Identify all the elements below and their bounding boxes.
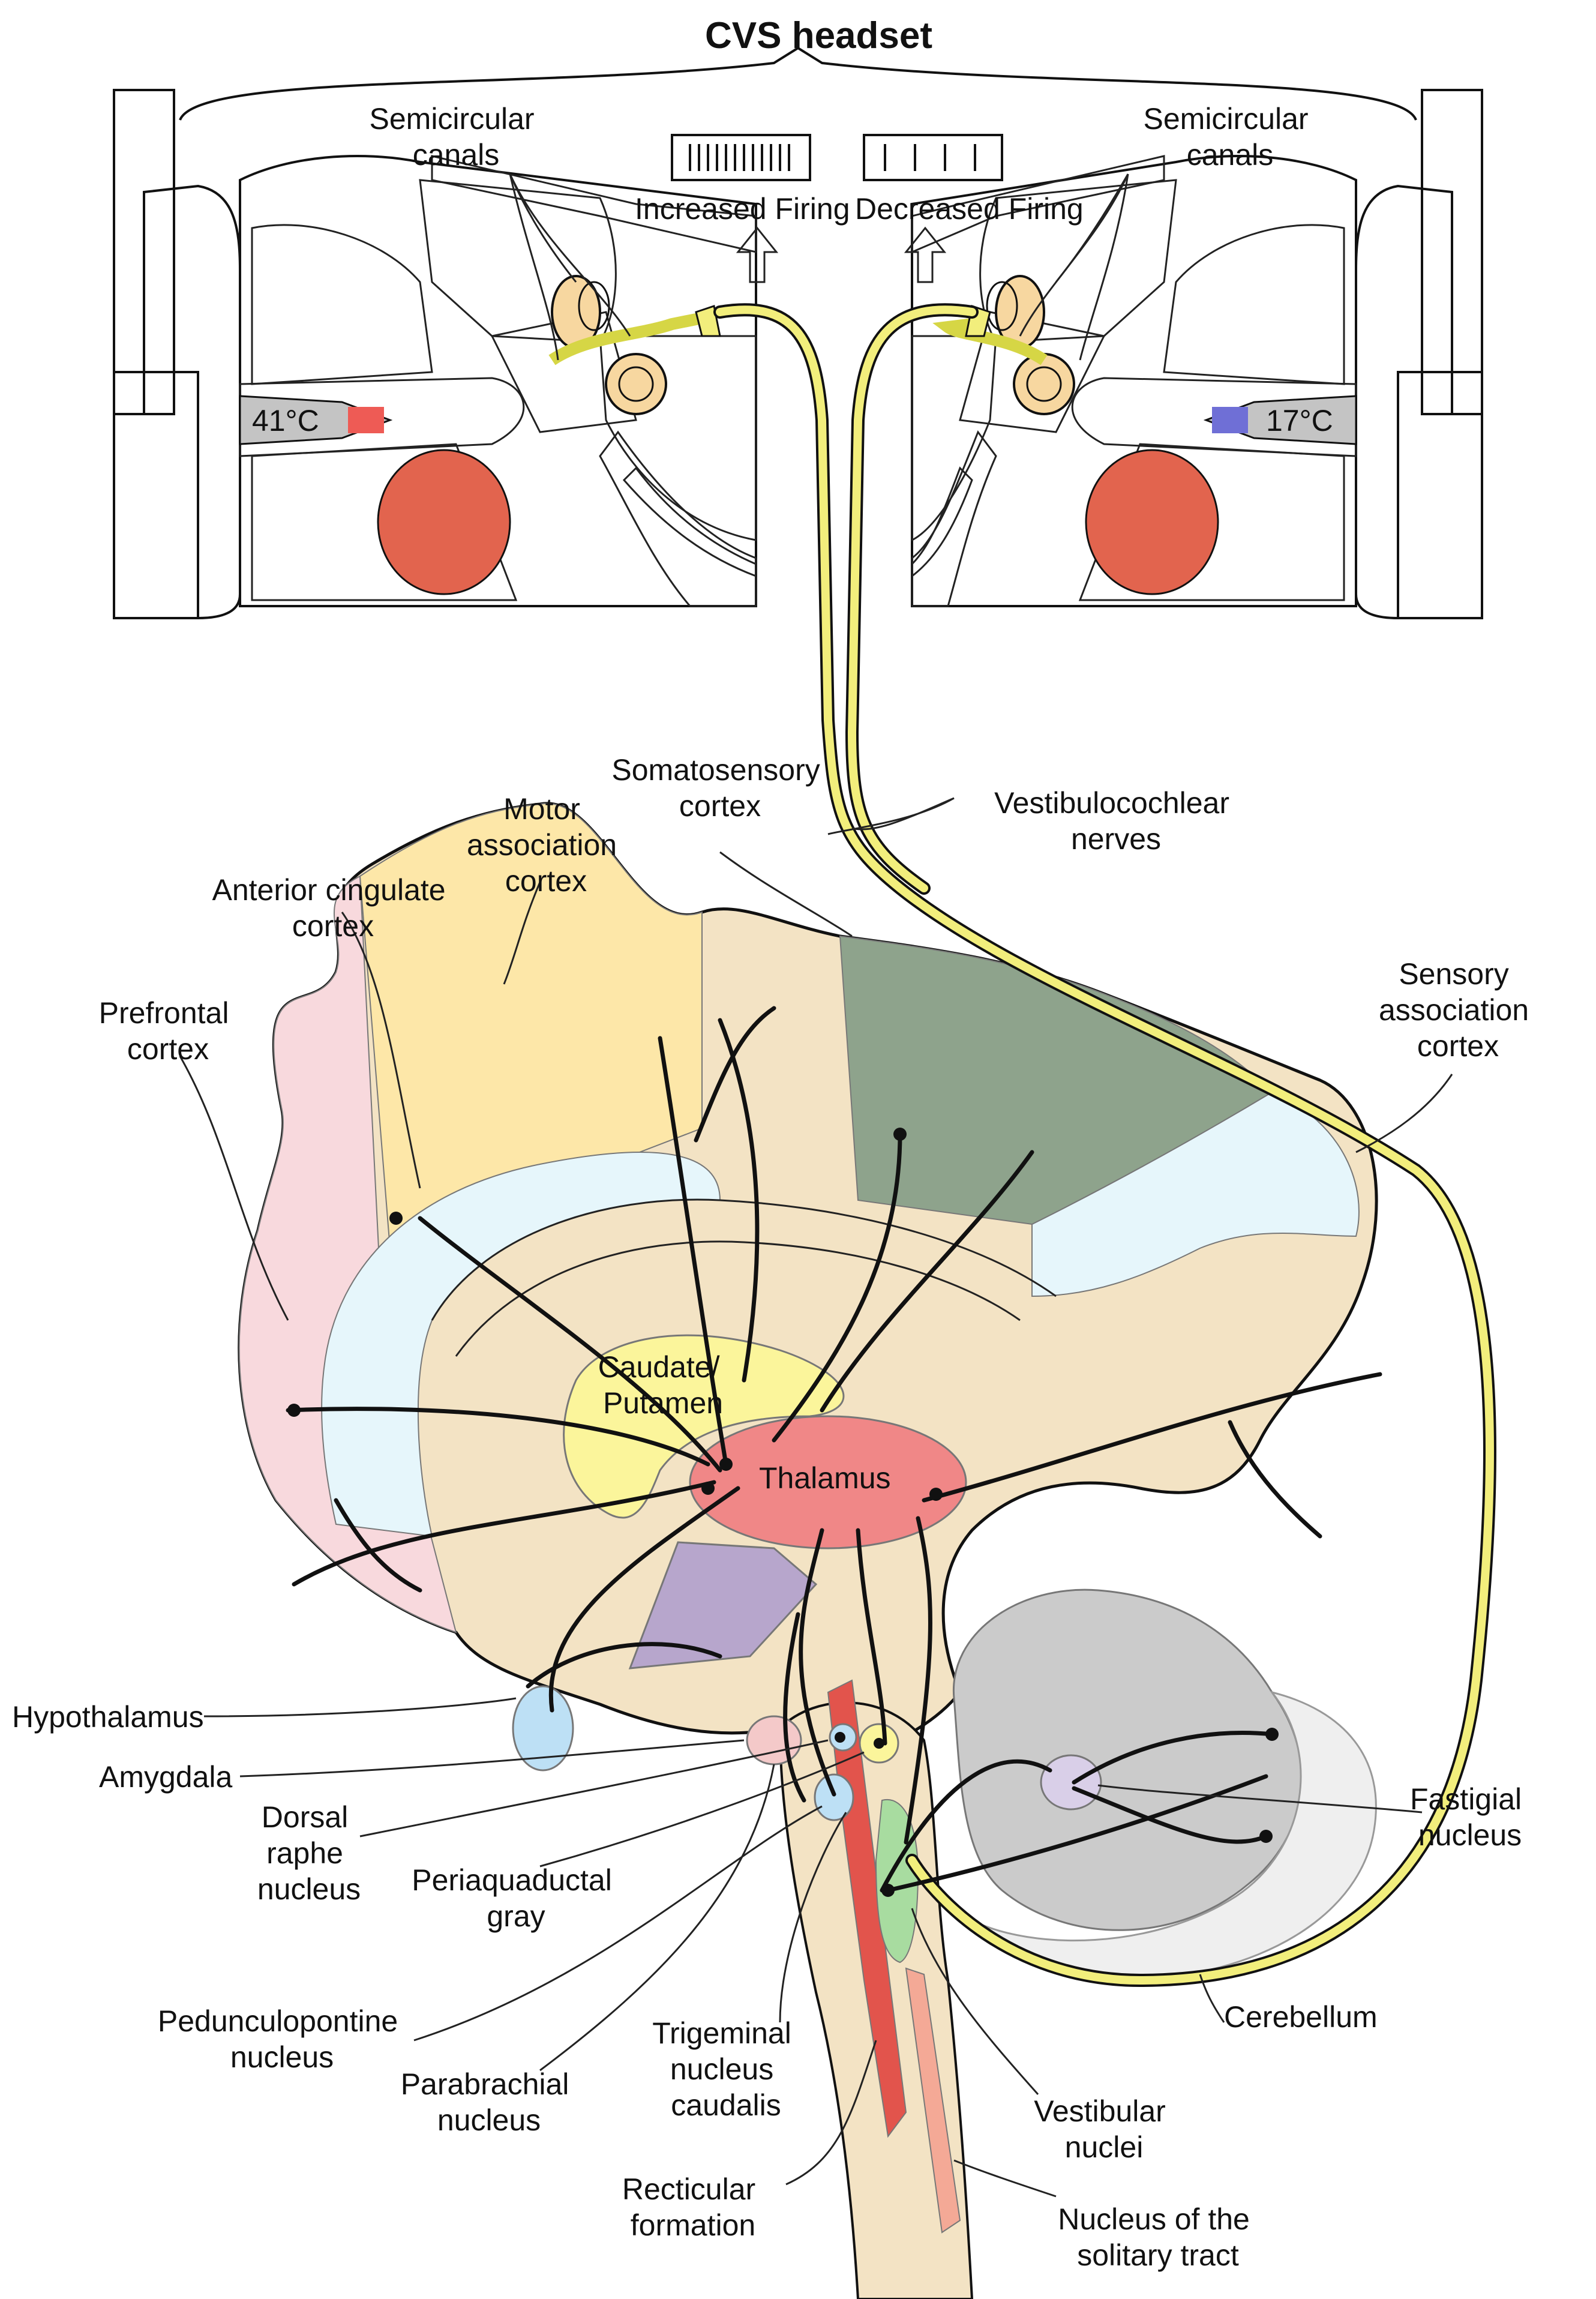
sensory-association-label: Sensory association cortex <box>1379 957 1537 1063</box>
fastigial-line2: nucleus <box>1418 1818 1522 1852</box>
pag-line1: Periaquaductal <box>412 1863 612 1897</box>
vn-line2: nuclei <box>1065 2130 1144 2164</box>
fastigial-label: Fastigial nucleus <box>1410 1782 1530 1852</box>
thalamus-region <box>689 1415 967 1549</box>
ppn-line1: Pedunculopontine <box>158 2004 398 2038</box>
semicircular-right-label: Semicircular canals <box>1144 102 1317 172</box>
leader-lines <box>179 173 1453 2198</box>
prefrontal-line2: cortex <box>127 1032 209 1066</box>
vn-line1: Vestibular <box>1034 2094 1166 2128</box>
decreased-firing-label: Decreased Firing <box>855 192 1084 226</box>
cerebellum-label: Cerebellum <box>1224 2000 1378 2034</box>
projection-endpoints <box>287 1128 1279 1897</box>
dorsal-line1: Dorsal <box>262 1800 348 1834</box>
recticular-label: Recticular formation <box>622 2172 764 2242</box>
rf-line1: Recticular <box>622 2172 755 2206</box>
semicircular-left-line2: canals <box>413 138 500 172</box>
solitary-label: Nucleus of the solitary tract <box>1058 2202 1258 2272</box>
headset-title: CVS headset <box>705 15 932 56</box>
semicircular-left-line1: Semicircular <box>370 102 535 136</box>
motor-line2: association <box>467 828 617 862</box>
increased-firing-label: Increased Firing <box>635 192 850 226</box>
parabrachial-region <box>746 1715 802 1766</box>
motor-association-label: Motor association cortex <box>467 792 625 898</box>
left-ear-section: 41°C <box>239 155 757 607</box>
nts-line1: Nucleus of the <box>1058 2202 1250 2236</box>
semicircular-right-line2: canals <box>1187 138 1274 172</box>
amygdala-region <box>512 1685 574 1772</box>
vestibulocochlear-nerves <box>713 303 1497 1987</box>
right-earpiece <box>1355 89 1483 619</box>
vestibulocochlear-line1: Vestibulocochlear <box>994 786 1229 820</box>
motor-line1: Motor <box>503 792 580 826</box>
hypothalamus-region <box>628 1541 818 1669</box>
left-earpiece <box>113 89 241 619</box>
semicircular-right-line1: Semicircular <box>1144 102 1309 136</box>
up-arrow-icon <box>904 226 947 283</box>
somatosensory-line2: cortex <box>679 789 761 823</box>
left-semicircular-canals <box>548 275 703 415</box>
dorsal-line3: nucleus <box>257 1872 361 1906</box>
trig-line1: Trigeminal <box>652 2016 791 2050</box>
prefrontal-label: Prefrontal cortex <box>99 996 238 1066</box>
cerebellum-region <box>952 1588 1303 1931</box>
decreased-firing-indicator <box>863 134 1003 283</box>
amygdala-label: Amygdala <box>99 1760 233 1794</box>
nts-line2: solitary tract <box>1077 2238 1239 2272</box>
sensory-line3: cortex <box>1417 1029 1499 1063</box>
anterior-cingulate-label: Anterior cingulate cortex <box>212 873 454 943</box>
trig-line2: nucleus <box>670 2052 773 2086</box>
ppn-line2: nucleus <box>230 2040 334 2074</box>
caudate-line1: Caudate/ <box>598 1350 720 1384</box>
vestibulocochlear-label: Vestibulocochlear nerves <box>994 786 1238 856</box>
parabrachial-label: Parabrachial nucleus <box>401 2067 578 2137</box>
semicircular-left-label: Semicircular canals <box>370 102 543 172</box>
left-temperature: 41°C <box>252 404 319 437</box>
thalamus-label: Thalamus <box>759 1461 891 1495</box>
labels: Semicircular canals Semicircular canals … <box>12 102 1537 2272</box>
motor-line3: cortex <box>505 864 587 898</box>
pedunculopontine-label: Pedunculopontine nucleus <box>158 2004 406 2074</box>
projection-pathways <box>286 1006 1382 1893</box>
trigeminal-label: Trigeminal nucleus caudalis <box>652 2016 799 2122</box>
prefrontal-line1: Prefrontal <box>99 996 229 1030</box>
right-temperature: 17°C <box>1266 404 1333 437</box>
right-semicircular-canals <box>932 275 1075 415</box>
motor-association-region <box>359 802 703 1249</box>
dorsal-raphe-label: Dorsal raphe nucleus <box>257 1800 361 1906</box>
pb-line1: Parabrachial <box>401 2067 569 2101</box>
solitary-tract-region <box>905 1967 961 2234</box>
fastigial-line1: Fastigial <box>1410 1782 1522 1816</box>
green-nucleus-region <box>875 1799 919 1964</box>
fastigial-nucleus-region <box>1040 1754 1102 1811</box>
vestibular-nuclei-label: Vestibular nuclei <box>1034 2094 1174 2164</box>
right-parotid <box>1085 449 1219 595</box>
cingulate-line2: cortex <box>292 909 374 943</box>
sensory-line2: association <box>1379 993 1529 1027</box>
sensory-line1: Sensory <box>1399 957 1508 991</box>
pb-line2: nucleus <box>437 2103 541 2137</box>
rf-line2: formation <box>631 2208 755 2242</box>
somatosensory-region <box>839 935 1273 1225</box>
vestibulocochlear-line2: nerves <box>1071 822 1161 856</box>
cingulate-line1: Anterior cingulate <box>212 873 445 907</box>
pag-line2: gray <box>487 1899 545 1933</box>
trig-line3: caudalis <box>671 2088 781 2122</box>
caudate-line2: Putamen <box>603 1386 723 1420</box>
somatosensory-label: Somatosensory cortex <box>611 753 828 823</box>
up-arrow-icon <box>736 226 779 283</box>
headband-bracket <box>179 46 1417 121</box>
somatosensory-line1: Somatosensory <box>611 753 820 787</box>
right-ear-section: 17°C <box>911 155 1357 607</box>
periaquaductal-label: Periaquaductal gray <box>412 1863 620 1933</box>
pedunculopontine-region <box>814 1773 854 1821</box>
increased-firing-indicator <box>671 134 811 283</box>
hypothalamus-label: Hypothalamus <box>12 1700 204 1734</box>
dorsal-line2: raphe <box>266 1836 343 1870</box>
caudate-label: Caudate/ Putamen <box>598 1350 728 1420</box>
left-parotid <box>377 449 511 595</box>
